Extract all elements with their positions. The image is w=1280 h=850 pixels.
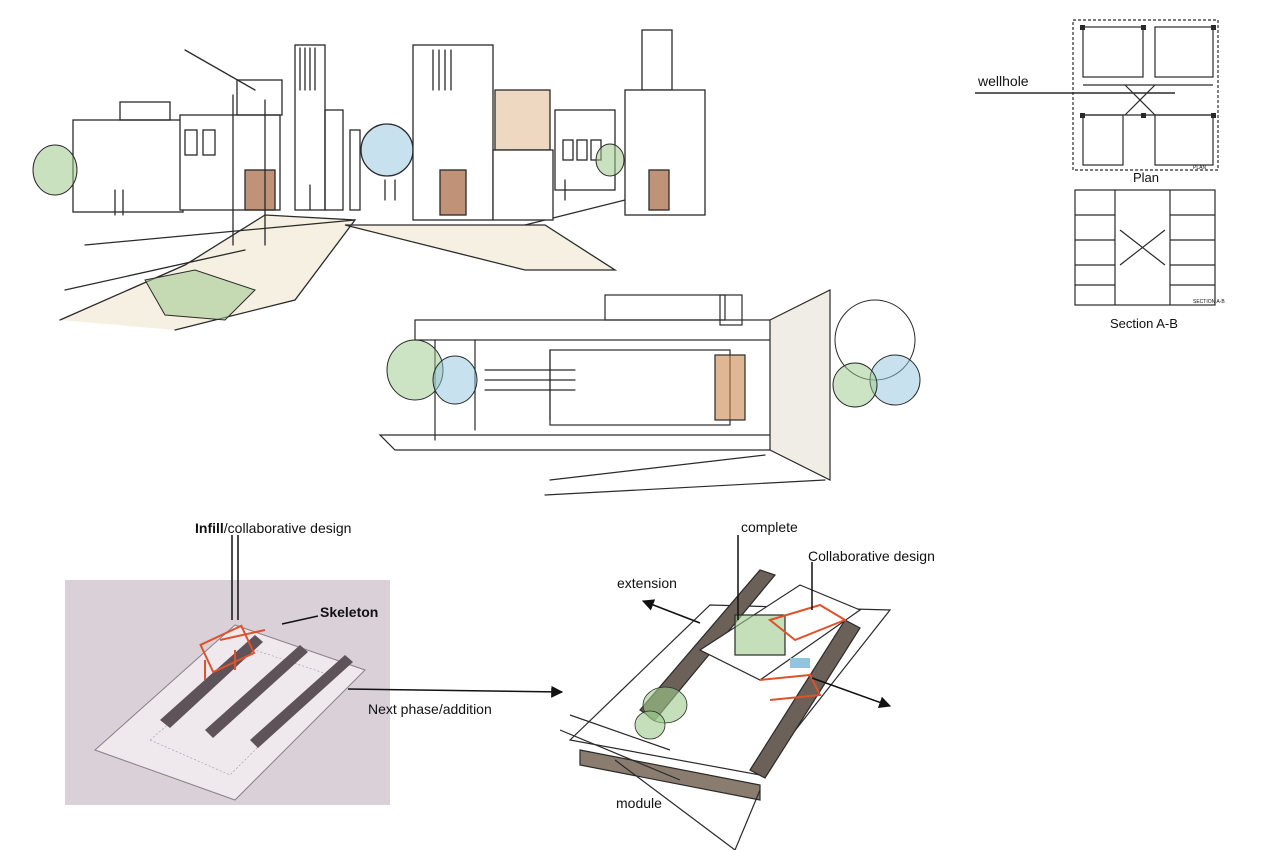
- infill-bold-text: Infill: [195, 520, 224, 536]
- street-perspective-sketch: [32, 29, 706, 331]
- interior-perspective-sketch: [378, 289, 921, 496]
- infill-rest-text: /collaborative design: [223, 520, 352, 536]
- section-label: Section A-B: [1110, 316, 1178, 331]
- collaborative-design-label: Collaborative design: [808, 548, 935, 564]
- plan-label: Plan: [1133, 170, 1160, 185]
- complete-label: complete: [741, 519, 798, 535]
- next-phase-label: Next phase/addition: [368, 701, 492, 717]
- module-label: module: [616, 795, 662, 811]
- extended-model-sketch: [560, 569, 892, 850]
- plan-section-drawing: [975, 19, 1219, 306]
- section-tag: SECTION A-B: [1193, 299, 1225, 305]
- infill-label: Infill/collaborative design: [195, 521, 351, 535]
- skeleton-label: Skeleton: [320, 604, 379, 620]
- extension-label: extension: [617, 575, 677, 591]
- skeleton-model-photo: [65, 580, 390, 805]
- wellhole-label: wellhole: [978, 73, 1029, 89]
- plan-tag: PLAN: [1193, 165, 1207, 171]
